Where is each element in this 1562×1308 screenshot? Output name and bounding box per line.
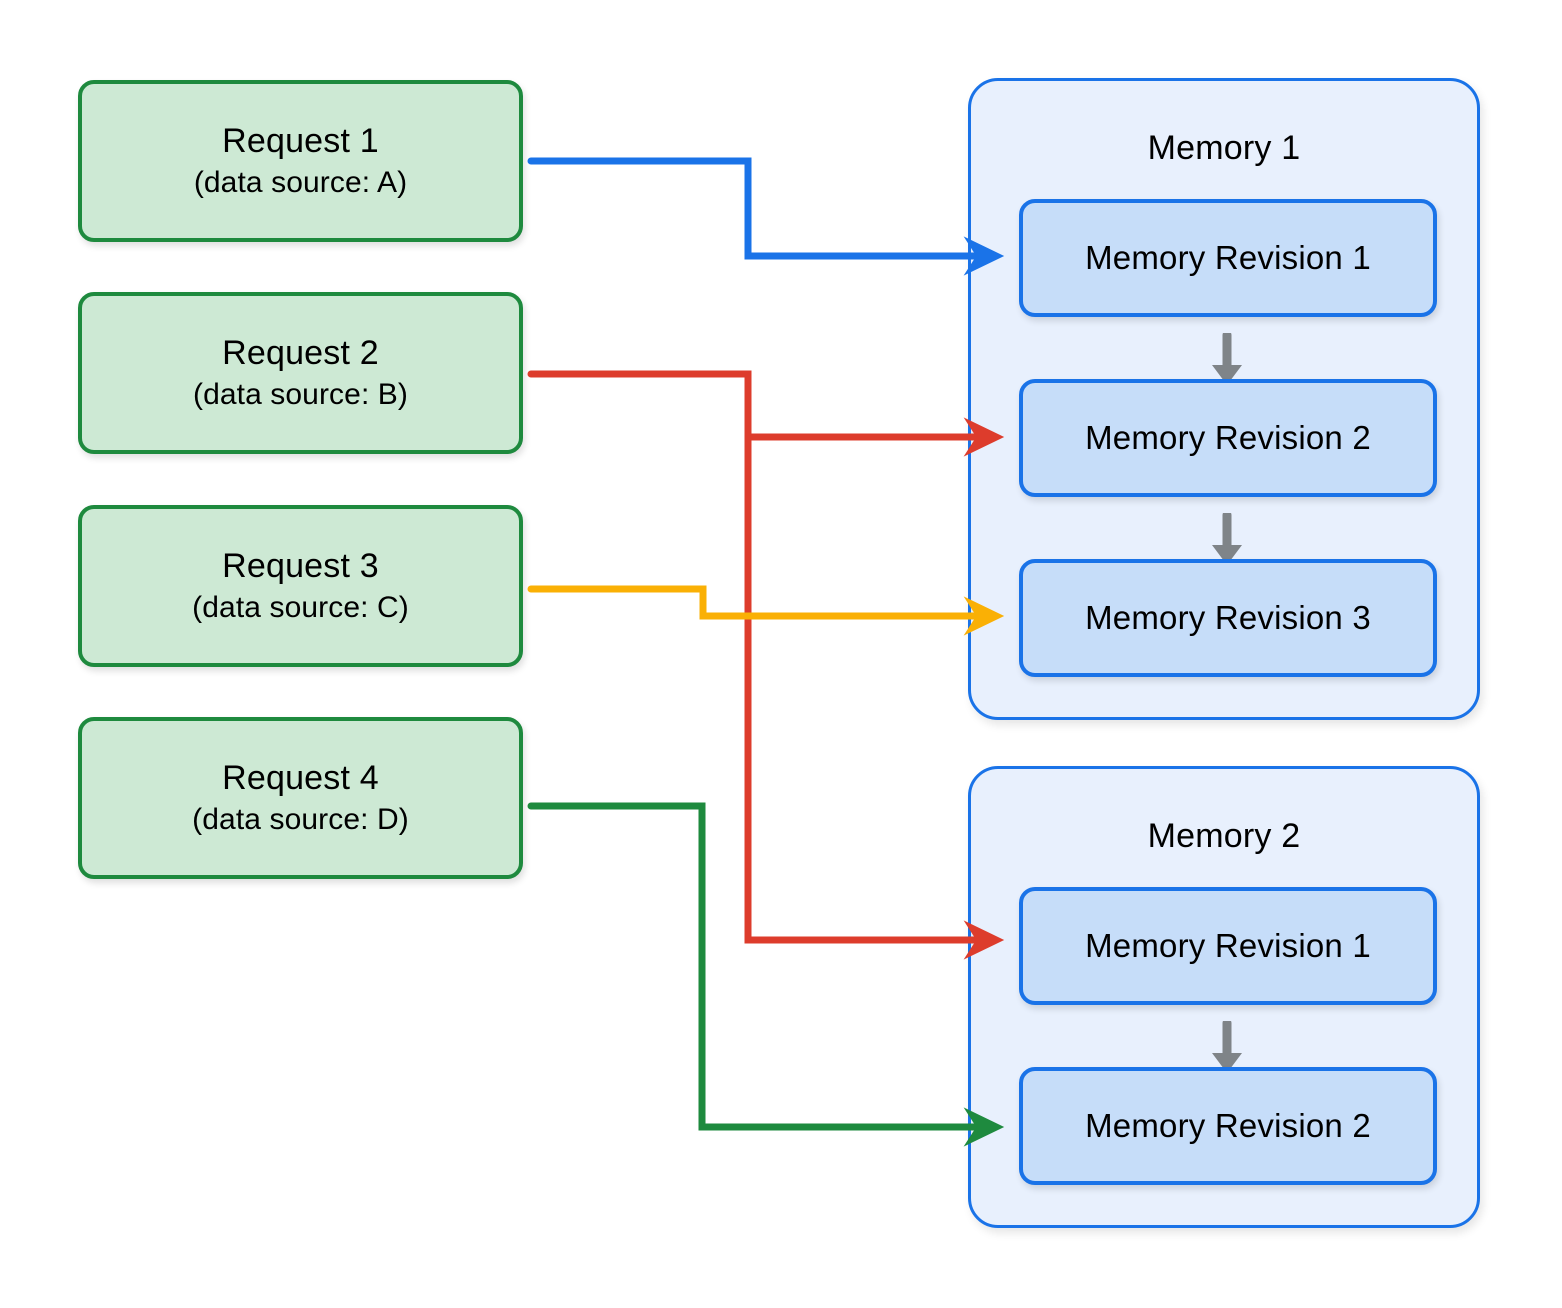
wire-request-3-to-memory-1-revision-3: [527, 585, 1005, 636]
request-title: Request 2: [222, 333, 379, 372]
request-box-3[interactable]: Request 3 (data source: C): [78, 505, 523, 667]
memory-2-revision-1[interactable]: Memory Revision 1: [1019, 887, 1437, 1005]
down-arrow-icon: [1212, 513, 1242, 565]
revision-label: Memory Revision 1: [1085, 927, 1371, 964]
revision-label: Memory Revision 2: [1085, 419, 1371, 456]
revision-label: Memory Revision 2: [1085, 1107, 1371, 1144]
memory-1-revision-2[interactable]: Memory Revision 2: [1019, 379, 1437, 497]
memory-title: Memory 1: [1147, 129, 1301, 167]
memory-2-revision-2[interactable]: Memory Revision 2: [1019, 1067, 1437, 1185]
wire-request-4-to-memory-2-revision-2: [527, 802, 1005, 1147]
request-title: Request 1: [222, 121, 379, 160]
memory-1-revision-1[interactable]: Memory Revision 1: [1019, 199, 1437, 317]
request-title: Request 3: [222, 546, 379, 585]
memory-1-revision-3[interactable]: Memory Revision 3: [1019, 559, 1437, 677]
request-subtitle: (data source: C): [192, 591, 409, 625]
wire-request-1-to-memory-1-revision-1: [527, 157, 1005, 276]
down-arrow-icon: [1212, 1021, 1242, 1073]
request-subtitle: (data source: B): [192, 378, 409, 412]
request-box-4[interactable]: Request 4 (data source: D): [78, 717, 523, 879]
request-subtitle: (data source: A): [193, 166, 408, 200]
down-arrow-icon: [1212, 333, 1242, 385]
wire-request-2-to-memory-2-revision-1: [527, 370, 1005, 960]
request-subtitle: (data source: D): [192, 803, 409, 837]
memory-container-2: Memory 2 Memory Revision 1 Memory Revisi…: [968, 766, 1480, 1228]
revision-label: Memory Revision 1: [1085, 239, 1371, 276]
request-title: Request 4: [222, 758, 379, 797]
revision-label: Memory Revision 3: [1085, 599, 1371, 636]
request-box-1[interactable]: Request 1 (data source: A): [78, 80, 523, 242]
memory-title: Memory 2: [1147, 817, 1301, 855]
request-box-2[interactable]: Request 2 (data source: B): [78, 292, 523, 454]
memory-container-1: Memory 1 Memory Revision 1 Memory Revisi…: [968, 78, 1480, 720]
